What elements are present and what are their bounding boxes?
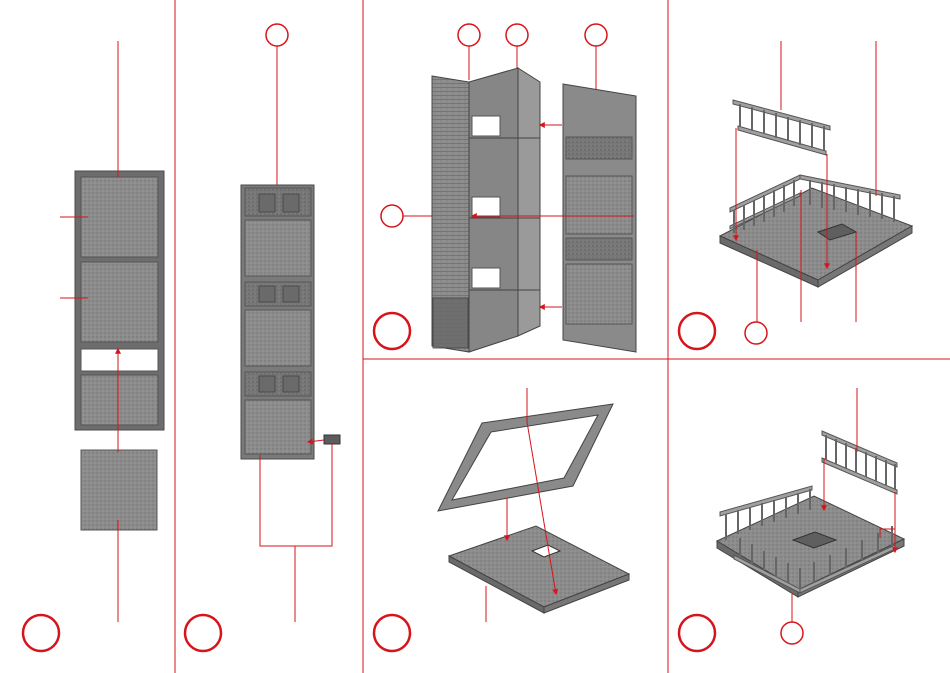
step-5-number-circle (374, 615, 410, 651)
step-3-window-opening-2 (472, 197, 500, 217)
step-2-window-2 (283, 194, 299, 212)
step-3-separate-panel-2 (566, 264, 632, 324)
step-3-inner-wall-right (518, 68, 540, 336)
step-2-panel-c (245, 400, 311, 454)
step-3-window-opening-1 (472, 116, 500, 136)
step-2-window-3 (259, 286, 275, 302)
step-2-window-4 (283, 286, 299, 302)
step-3-separate-strip-1 (566, 137, 632, 159)
step-3-callout-circle-1 (458, 24, 480, 46)
step-2-window-5 (259, 376, 275, 392)
step-1-wall-opening (81, 349, 158, 371)
step-3-separate-strip-2 (566, 238, 632, 260)
step-2-strip-c (245, 372, 311, 396)
step-2-window-6 (283, 376, 299, 392)
step-1-wall-panel-top (81, 177, 158, 257)
step-3 (374, 24, 636, 352)
step-3-callout-circle-2 (506, 24, 528, 46)
step-2-callout-circle (266, 24, 288, 46)
step-2-clip-part (324, 435, 340, 444)
step-3-window-opening-3 (472, 268, 500, 288)
step-2 (185, 24, 340, 651)
step-5 (374, 388, 629, 651)
step-2-top-strip (245, 188, 311, 216)
step-2-window-1 (259, 194, 275, 212)
step-3-side-wall-base (433, 298, 468, 348)
step-4-number-circle (679, 313, 715, 349)
step-4-callout-circle (745, 322, 767, 344)
step-3-callout-circle-4 (381, 205, 403, 227)
step-1-insert-panel (81, 450, 157, 530)
step-3-separate-panel-1 (566, 176, 632, 234)
step-5-base-slab (449, 526, 629, 607)
step-3-callout-circle-3 (585, 24, 607, 46)
step-6-loose-railing (822, 431, 897, 494)
step-2-strip-b (245, 282, 311, 306)
step-1-wall-panel-middle (81, 262, 158, 342)
step-1 (23, 41, 164, 651)
step-6 (679, 388, 904, 651)
step-6-callout-circle (781, 622, 803, 644)
step-2-panel-b (245, 310, 311, 366)
step-3-number-circle (374, 313, 410, 349)
step-1-wall-panel-bottom (81, 375, 158, 425)
step-2-panel-a (245, 220, 311, 276)
step-2-number-circle (185, 615, 221, 651)
step-6-number-circle (679, 615, 715, 651)
step-4 (679, 41, 912, 349)
step-1-number-circle (23, 615, 59, 651)
